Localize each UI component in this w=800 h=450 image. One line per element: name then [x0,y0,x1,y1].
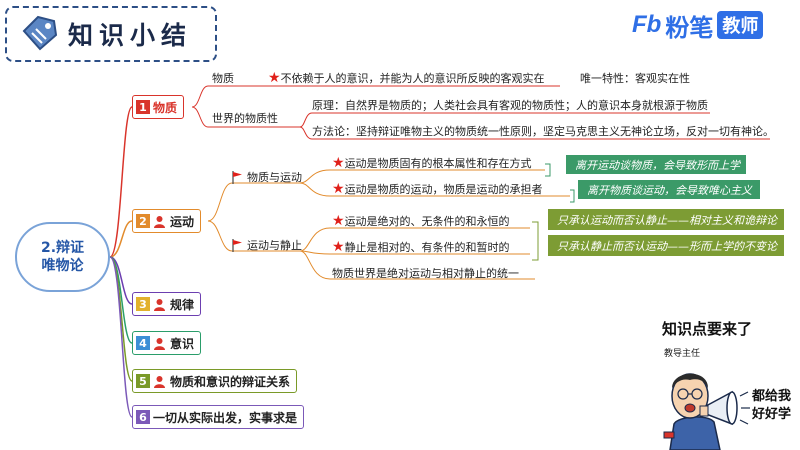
branch-label: 一切从实际出发，实事求是 [153,410,298,425]
method-text: 方法论：坚持辩证唯物主义的物质统一性原则，坚定马克思主义无神论立场，反对一切有神… [312,125,774,138]
motion-fact-2: ★运动是物质的运动，物质是运动的承担者 [332,181,543,197]
teacher-mascot-illustration [663,373,750,450]
branch-label: 运动 [170,214,195,229]
person-pin-icon [154,337,165,350]
center-line-2: 唯物论 [41,258,84,274]
branch-number: 1 [136,100,150,114]
world-materiality-label: 世界的物质性 [212,112,278,125]
branch-consciousness[interactable]: 4 意识 [132,331,202,355]
brand-logo: Fb 粉笔 教师 [632,10,764,42]
center-topic: 2.辩证 唯物论 [15,222,110,292]
brand-badge: 教师 [717,11,764,39]
brand-mark: Fb [632,11,662,38]
megaphone-icon [699,390,738,426]
branch-label: 物质 [153,100,178,115]
mascot-speech-2: 好好学 [752,407,792,422]
mascot-speech-1: 都给我 [752,389,792,404]
branch-label: 物质和意识的辩证关系 [170,374,291,389]
person-pin-icon [154,298,165,311]
note-relativism: 只承认运动而否认静止——相对主义和诡辩论 [548,209,784,230]
red-flag-icon [232,238,242,252]
branch-number: 4 [136,336,150,350]
matter-sub-label: 物质 [212,72,234,85]
rest-fact-1: ★运动是绝对的、无条件的和永恒的 [332,213,510,229]
branch-number: 5 [136,374,150,388]
brand-name: 粉笔 [665,13,714,42]
price-tag-icon [22,15,58,51]
mascot-headline: 知识点要来了 [662,320,753,338]
branch-motion[interactable]: 2 运动 [132,209,202,233]
red-flag-icon [232,170,242,184]
branch-seek-truth[interactable]: 6 一切从实际出发，实事求是 [132,405,305,429]
red-star-icon: ★ [332,213,345,229]
mascot-role: 教导主任 [664,349,701,359]
note-idealism: 离开物质谈运动，会导致唯心主义 [578,180,760,199]
center-line-1: 2.辩证 [40,240,85,256]
matter-definition: ★不依赖于人的意识，并能为人的意识所反映的客观实在 [268,70,545,86]
title-frame [5,6,217,62]
branch-label: 规律 [170,297,195,312]
branch-number: 2 [136,214,150,228]
motion-fact-1: ★运动是物质固有的根本属性和存在方式 [332,155,532,171]
red-star-icon: ★ [268,70,281,86]
principle-text: 原理：自然界是物质的；人类社会具有客观的物质性；人的意识本身就根源于物质 [312,99,708,112]
person-pin-icon [154,375,165,388]
page-title: 知识小结 [68,21,193,50]
branch-number: 6 [136,410,150,424]
matter-attribute: 唯一特性：客观实在性 [580,72,690,85]
red-star-icon: ★ [332,155,345,171]
matter-motion-label: 物质与运动 [232,169,302,185]
note-metaphysical-invariance: 只承认静止而否认运动——形而上学的不变论 [548,235,784,256]
motion-rest-label: 运动与静止 [232,237,302,253]
note-metaphysics: 离开运动谈物质，会导致形而上学 [566,155,746,174]
branch-matter-consciousness[interactable]: 5 物质和意识的辩证关系 [132,369,298,393]
red-star-icon: ★ [332,181,345,197]
branch-label: 意识 [170,336,195,351]
person-pin-icon [154,215,165,228]
red-star-icon: ★ [332,239,345,255]
branch-number: 3 [136,297,150,311]
branch-law[interactable]: 3 规律 [132,292,202,316]
rest-fact-3: 物质世界是绝对运动与相对静止的统一 [332,267,519,280]
rest-fact-2: ★静止是相对的、有条件的和暂时的 [332,239,510,255]
branch-matter[interactable]: 1 物质 [132,95,185,119]
